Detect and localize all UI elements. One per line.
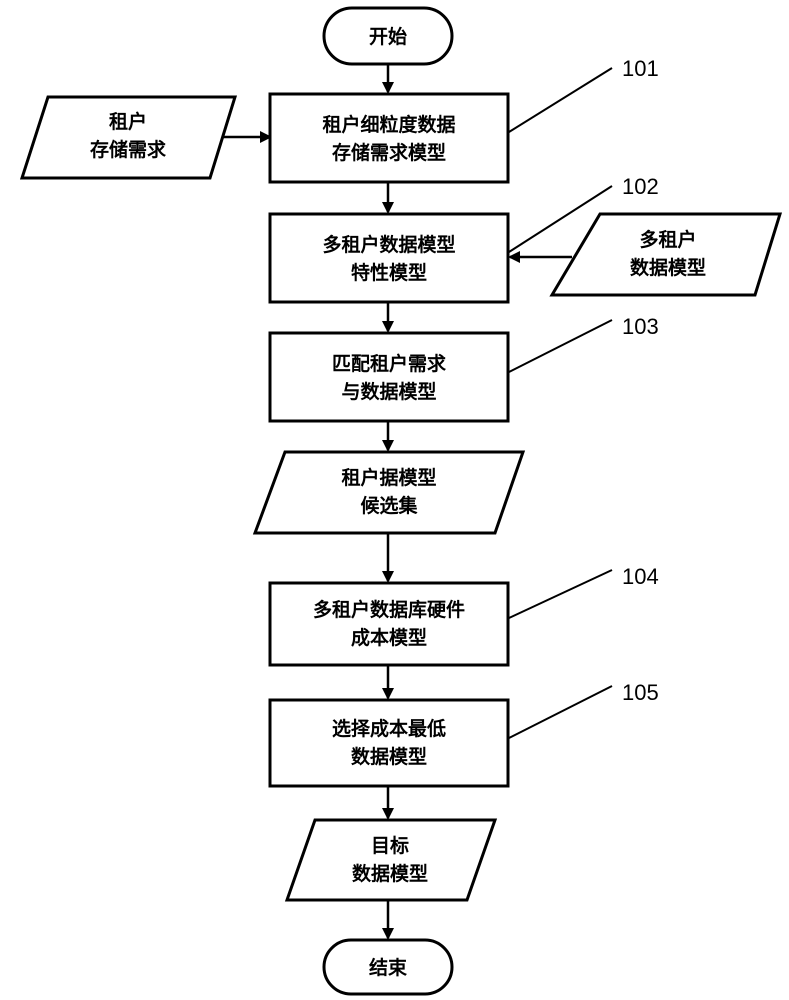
- step-101: 租户细粒度数据 存储需求模型 101: [268, 56, 659, 184]
- tenant-requirement-line-2: 存储需求: [90, 138, 167, 161]
- ref-103: 103: [622, 314, 659, 339]
- target-model-shape: [284, 818, 498, 902]
- step-105-line-1: 选择成本最低: [332, 717, 446, 740]
- multi-tenant-data-model-line-1: 多租户: [639, 228, 696, 251]
- start-shape: [322, 6, 454, 66]
- candidate-set-shape: [252, 450, 526, 535]
- leader-105: [508, 685, 613, 739]
- reference-leaders: [508, 67, 613, 739]
- ref-105: 105: [622, 680, 659, 705]
- step-105-box: [268, 698, 510, 788]
- step-105: 选择成本最低 数据模型 105: [268, 680, 659, 788]
- step-101-line-2: 存储需求模型: [332, 141, 446, 164]
- leader-101: [508, 67, 613, 133]
- tenant-requirement-line-1: 租户: [109, 110, 147, 133]
- step-103-box: [268, 331, 510, 423]
- step-103-line-1: 匹配租户需求: [332, 352, 447, 375]
- start-label: 开始: [369, 25, 407, 48]
- ref-101: 101: [622, 56, 659, 81]
- candidate-set-line-1: 租户据模型: [341, 466, 436, 489]
- step-104-box: [268, 581, 510, 667]
- target-model-line-1: 目标: [371, 835, 409, 857]
- step-102-box: [268, 212, 510, 304]
- multi-tenant-data-model-line-2: 数据模型: [630, 256, 706, 279]
- step-103-line-2: 与数据模型: [341, 380, 436, 403]
- step-104-line-2: 成本模型: [351, 626, 427, 649]
- input-tenant-requirement: 租户 存储需求: [19, 95, 238, 180]
- input-multi-tenant-data-model: 多租户 数据模型: [549, 212, 783, 297]
- step-102: 多租户数据模型 特性模型 102: [268, 174, 659, 304]
- step-102-line-2: 特性模型: [351, 261, 427, 284]
- candidate-set-line-2: 候选集: [360, 494, 418, 517]
- step-101-box: [268, 92, 510, 184]
- ref-102: 102: [622, 174, 659, 199]
- step-105-line-2: 数据模型: [351, 745, 427, 768]
- end-shape: [322, 938, 454, 996]
- tenant-requirement-shape: [19, 95, 238, 180]
- step-104: 多租户数据库硬件 成本模型 104: [268, 564, 659, 667]
- start-terminal: 开始: [322, 6, 454, 66]
- multi-tenant-data-model-shape: [549, 212, 783, 297]
- end-terminal: 结束: [322, 938, 454, 996]
- step-101-line-1: 租户细粒度数据: [322, 113, 455, 136]
- ref-104: 104: [622, 564, 659, 589]
- leader-104: [508, 569, 613, 619]
- step-104-line-1: 多租户数据库硬件: [313, 598, 465, 621]
- step-103: 匹配租户需求 与数据模型 103: [268, 314, 659, 423]
- leader-103: [508, 319, 613, 373]
- leader-102: [508, 185, 613, 253]
- step-102-line-1: 多租户数据模型: [322, 233, 455, 256]
- output-target-model: 目标 数据模型: [284, 818, 498, 902]
- target-model-line-2: 数据模型: [352, 862, 428, 885]
- output-candidate-set: 租户据模型 候选集: [252, 450, 526, 535]
- end-label: 结束: [369, 956, 408, 979]
